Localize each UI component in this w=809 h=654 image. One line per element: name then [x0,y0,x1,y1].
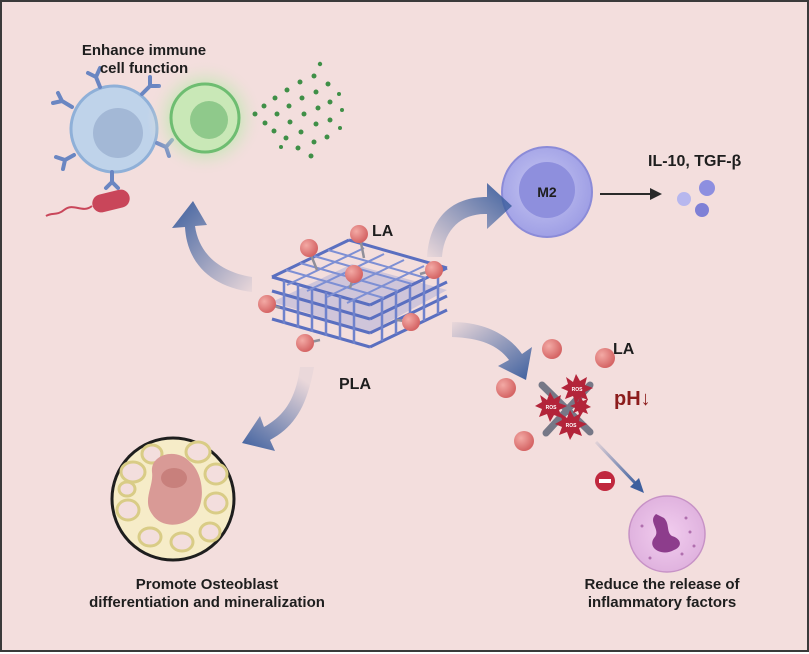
arrow-to-osteoblast [242,367,314,451]
m2-label: M2 [537,184,557,200]
ph-indicator: pH↓ [614,387,651,411]
down-arrow-icon: ↓ [640,388,651,410]
inhibit-arrow [594,440,644,493]
la-sphere-cluster [258,225,443,352]
free-la-spheres [496,339,615,451]
ros-label: ROS [546,405,558,411]
arrow-to-immune-cells [172,201,252,292]
m2-macrophage-icon [501,146,593,238]
bacterium-icon [45,189,130,217]
inflammation-caption-line-1: Reduce the release of [584,576,740,593]
osteoblast-caption: Promote Osteoblast differentiation and m… [62,576,352,612]
inhibit-icon [595,471,615,491]
ph-label: pH [614,388,641,410]
immune-title-line-2: cell function [99,60,189,77]
inflammation-caption-line-2: inflammatory factors [587,594,737,611]
arrow-to-inflammation [452,322,532,380]
immune-title: Enhance immune cell function [64,42,224,78]
ros-neutralized-icon: ROS ROS ROS [535,374,594,440]
osteoblast-icon [110,436,236,562]
la-label-top: LA [372,223,394,240]
osteoblast-caption-line-1: Promote Osteoblast [135,576,279,593]
secreted-particles-icon [252,61,344,159]
la-label-right: LA [613,341,635,358]
immune-title-line-1: Enhance immune [81,42,207,59]
neutrophil-icon [628,495,706,573]
osteoblast-caption-line-2: differentiation and mineralization [89,594,325,611]
ros-label: ROS [572,387,584,393]
green-cell-icon [147,60,263,176]
arrow-to-m2 [427,183,512,257]
pla-label: PLA [339,376,371,393]
inflammation-caption: Reduce the release of inflammatory facto… [562,576,762,612]
pla-scaffold-icon [271,238,448,349]
cytokine-dots-icon [677,180,715,217]
cytokine-label: IL-10, TGF-β [648,153,742,170]
ros-label: ROS [566,423,578,429]
m2-to-cytokine-arrow [600,188,662,200]
